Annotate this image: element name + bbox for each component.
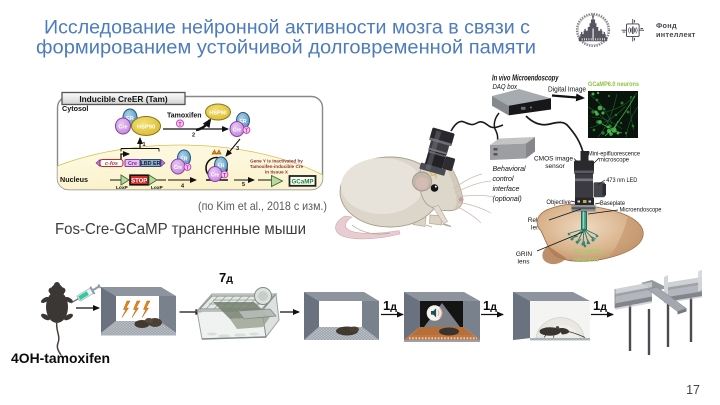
- svg-text:STOP: STOP: [131, 179, 147, 185]
- svg-text:Nucleus: Nucleus: [60, 175, 88, 184]
- svg-text:GCaMP6.s: GCaMP6.s: [573, 249, 606, 256]
- svg-text:GCaMP: GCaMP: [291, 179, 313, 186]
- svg-text:microscope: microscope: [599, 157, 629, 164]
- svg-text:Cre: Cre: [174, 165, 183, 171]
- svg-text:Фонд: Фонд: [656, 21, 677, 30]
- svg-text:HSP90: HSP90: [137, 125, 155, 131]
- svg-text:T: T: [186, 165, 189, 171]
- svg-text:Cytosol: Cytosol: [62, 104, 88, 113]
- svg-text:ER: ER: [217, 164, 224, 170]
- svg-text:In vivo Microendoscopy: In vivo Microendoscopy: [492, 74, 559, 83]
- svg-text:T: T: [223, 173, 226, 179]
- svg-text:lens: lens: [518, 259, 531, 266]
- svg-text:c-fos: c-fos: [105, 161, 118, 167]
- svg-text:1: 1: [143, 142, 146, 148]
- svg-text:17: 17: [686, 383, 700, 397]
- svg-text:7д: 7д: [219, 270, 233, 285]
- svg-text:ER: ER: [180, 157, 187, 163]
- svg-text:Gene Y is inactivated by: Gene Y is inactivated by: [250, 159, 303, 164]
- svg-text:интеллект: интеллект: [656, 30, 696, 39]
- svg-text:Objective: Objective: [546, 199, 571, 206]
- svg-text:(по Kim et al., 2018 с изм.): (по Kim et al., 2018 с изм.): [198, 199, 327, 213]
- svg-text:neurons: neurons: [573, 256, 599, 263]
- svg-text:5: 5: [242, 182, 245, 188]
- svg-text:ER: ER: [126, 116, 134, 122]
- svg-text:LoxP: LoxP: [116, 185, 129, 191]
- svg-text:Fos-Cre-GCaMP трансгенные мыши: Fos-Cre-GCaMP трансгенные мыши: [55, 221, 306, 238]
- svg-text:in tissue X: in tissue X: [265, 170, 289, 175]
- svg-text:Relay: Relay: [528, 217, 545, 224]
- svg-text:Cre: Cre: [211, 173, 220, 179]
- svg-text:ER: ER: [239, 119, 246, 125]
- svg-text:4: 4: [181, 184, 185, 190]
- svg-text:Digital Image: Digital Image: [548, 85, 586, 94]
- svg-text:LBD ER: LBD ER: [140, 161, 160, 167]
- svg-text:Tamoxifen: Tamoxifen: [167, 113, 202, 120]
- svg-text:(optional): (optional): [493, 196, 522, 203]
- svg-text:Cre: Cre: [233, 128, 242, 134]
- svg-text:GCaMP6.0 neurons: GCaMP6.0 neurons: [588, 81, 639, 88]
- svg-text:1д: 1д: [483, 298, 497, 313]
- svg-text:GRIN: GRIN: [516, 251, 533, 258]
- svg-text:Исследование нейронной активно: Исследование нейронной активности мозга …: [44, 18, 530, 39]
- svg-text:473 nm LED: 473 nm LED: [606, 177, 637, 184]
- svg-text:T: T: [178, 122, 182, 128]
- svg-text:Tamoxifen-inducible Cre: Tamoxifen-inducible Cre: [250, 164, 304, 169]
- svg-text:2: 2: [192, 133, 195, 139]
- svg-text:Behavioral: Behavioral: [493, 166, 527, 173]
- svg-text:T: T: [245, 128, 248, 134]
- svg-text:CMOS image: CMOS image: [534, 156, 573, 163]
- svg-text:Cre: Cre: [118, 125, 127, 131]
- svg-text:control: control: [493, 176, 514, 183]
- svg-text:interface: interface: [493, 186, 520, 193]
- svg-text:sensor: sensor: [545, 163, 565, 170]
- svg-text:HSP90: HSP90: [209, 111, 226, 117]
- svg-text:1д: 1д: [593, 298, 607, 313]
- svg-text:4OH-tamoxifen: 4OH-tamoxifen: [11, 350, 110, 366]
- svg-text:формированием устойчивой долго: формированием устойчивой долговременной …: [36, 38, 536, 59]
- svg-text:Inducible CreER (Tam): Inducible CreER (Tam): [79, 94, 168, 104]
- svg-text:Baseplate: Baseplate: [600, 200, 625, 207]
- svg-text:Cre: Cre: [128, 161, 137, 167]
- svg-text:1д: 1д: [383, 298, 397, 313]
- svg-text:LoxP: LoxP: [151, 185, 164, 191]
- svg-text:lens: lens: [531, 225, 544, 232]
- svg-text:3: 3: [236, 146, 239, 152]
- svg-text:Microendoscope: Microendoscope: [620, 207, 662, 214]
- svg-text:DAQ box: DAQ box: [493, 82, 518, 91]
- svg-text:Mini-epifluorescence: Mini-epifluorescence: [588, 151, 640, 158]
